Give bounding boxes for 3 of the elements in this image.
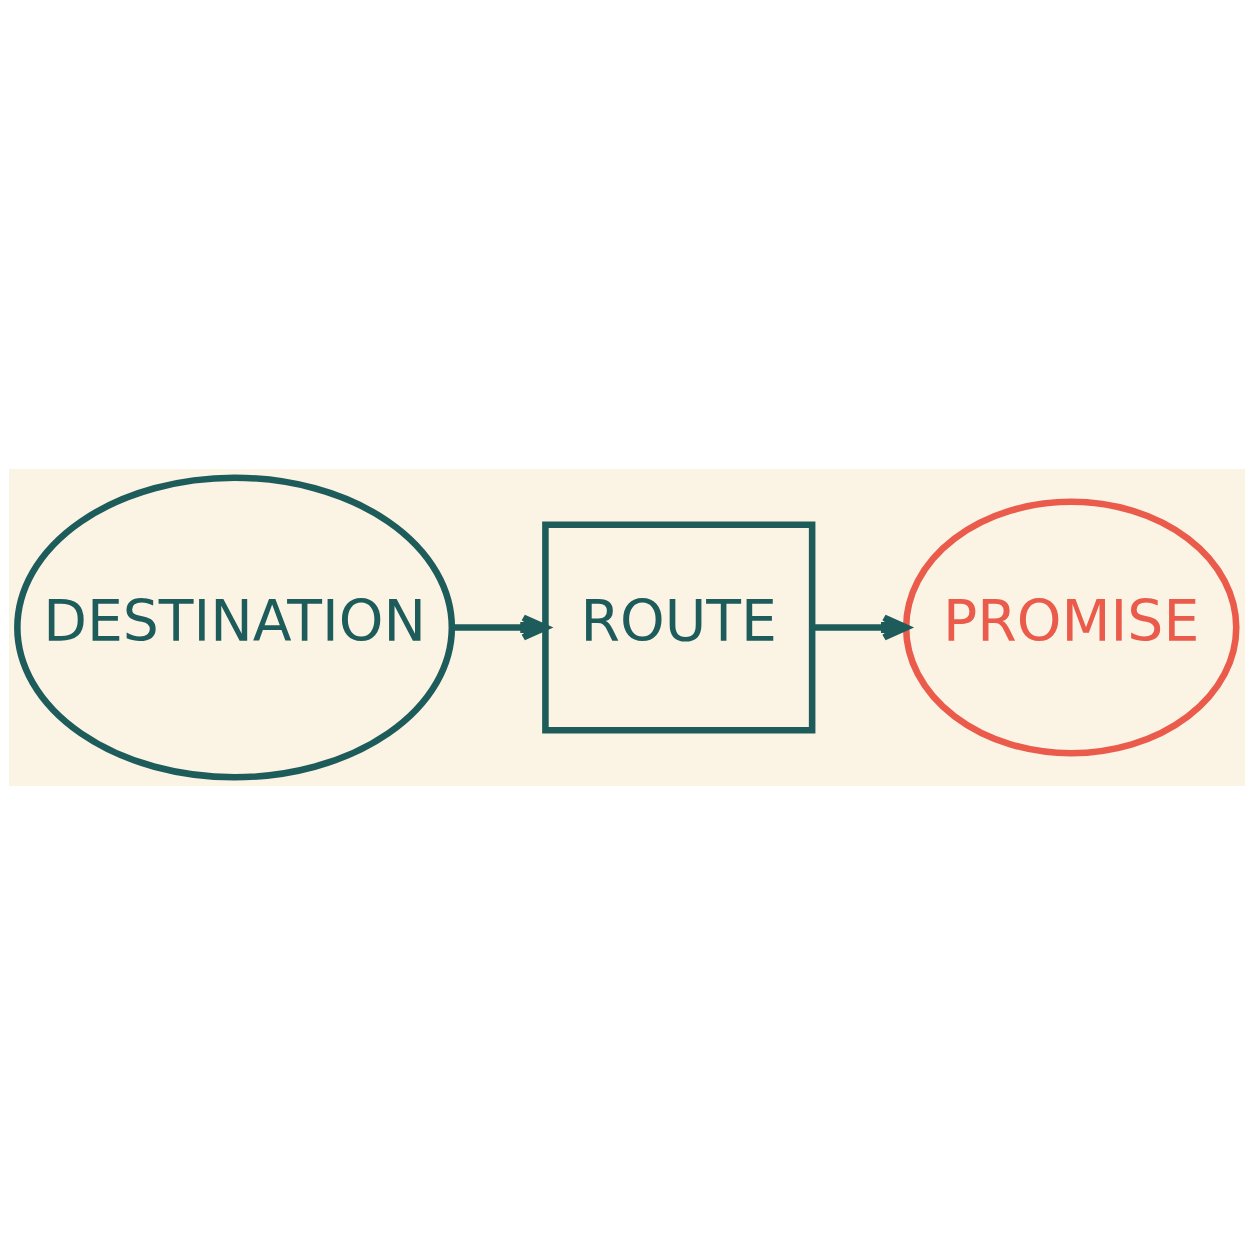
node-ellipse: DESTINATION [14, 473, 456, 781]
node-box: ROUTE [542, 520, 816, 734]
node-ellipse: PROMISE [902, 498, 1240, 756]
